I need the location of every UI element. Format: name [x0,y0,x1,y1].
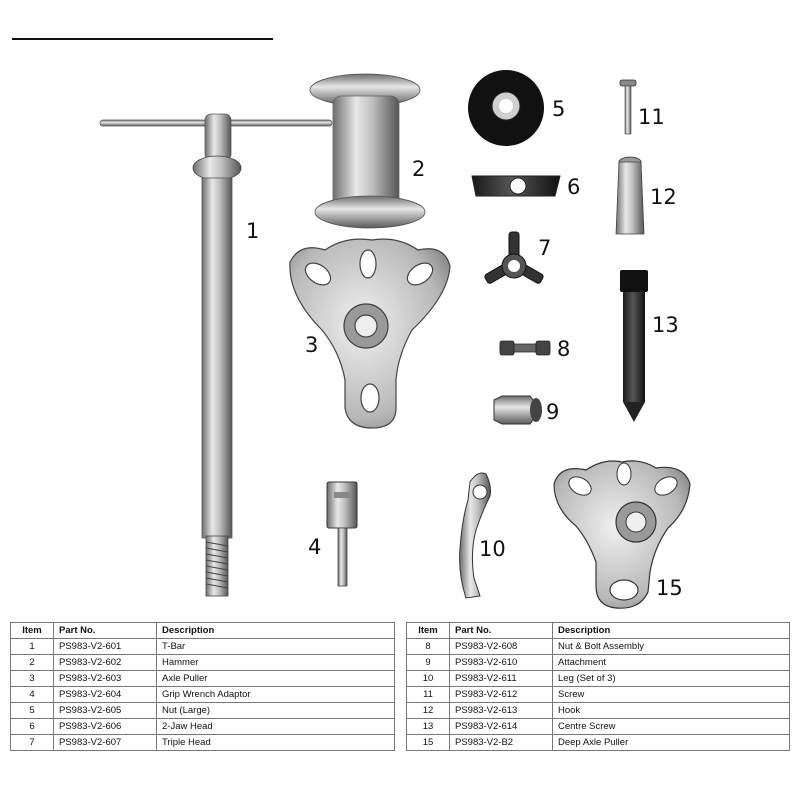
item-cell: 6 [10,718,54,735]
deep-axle-puller-part [553,460,691,609]
centre-screw-part [620,270,648,422]
callout-1: 1 [246,219,259,243]
description-cell: Triple Head [156,734,395,751]
item-cell: 11 [406,686,450,703]
column-header-item: Item [406,622,450,639]
hammer-part [309,73,426,229]
callout-15: 15 [656,576,683,600]
triple-head-part [484,231,544,284]
description-cell: Axle Puller [156,670,395,687]
part-no-cell: PS983-V2-602 [53,654,157,671]
description-cell: T-Bar [156,638,395,655]
column-header-item: Item [10,622,54,639]
part-no-cell: PS983-V2-604 [53,686,157,703]
nut-large-part [468,70,544,146]
callout-7: 7 [538,236,551,260]
item-cell: 15 [406,734,450,751]
description-cell: 2-Jaw Head [156,718,395,735]
description-cell: Leg (Set of 3) [552,670,790,687]
part-no-cell: PS983-V2-606 [53,718,157,735]
hook-part [615,156,645,235]
part-no-cell: PS983-V2-607 [53,734,157,751]
part-no-cell: PS983-V2-601 [53,638,157,655]
grip-wrench-adaptor-part [326,481,358,587]
description-cell: Deep Axle Puller [552,734,790,751]
description-cell: Attachment [552,654,790,671]
callout-11: 11 [638,105,665,129]
attachment-part [493,395,542,425]
two-jaw-head-part [471,175,561,197]
item-cell: 8 [406,638,450,655]
part-no-cell: PS983-V2-603 [53,670,157,687]
callout-2: 2 [412,157,425,181]
item-cell: 13 [406,718,450,735]
table-header-row: Item Part No. Description [406,622,790,639]
callout-10: 10 [479,537,506,561]
callout-8: 8 [557,337,570,361]
t-bar-part [99,113,333,597]
column-header-part-no: Part No. [53,622,157,639]
part-no-cell: PS983-V2-612 [449,686,553,703]
screw-part [619,79,637,135]
callout-4: 4 [308,535,321,559]
column-header-part-no: Part No. [449,622,553,639]
part-no-cell: PS983-V2-613 [449,702,553,719]
header-rule [12,38,273,40]
description-cell: Nut (Large) [156,702,395,719]
part-no-cell: PS983-V2-611 [449,670,553,687]
callout-12: 12 [650,185,677,209]
callout-3: 3 [305,333,318,357]
column-header-description: Description [552,622,790,639]
parts-diagram: 1 2 3 4 5 6 7 8 9 10 11 12 13 15 [99,70,691,609]
description-cell: Screw [552,686,790,703]
callout-6: 6 [567,175,580,199]
item-cell: 10 [406,670,450,687]
callout-5: 5 [552,97,565,121]
description-cell: Grip Wrench Adaptor [156,686,395,703]
item-cell: 5 [10,702,54,719]
callout-13: 13 [652,313,679,337]
part-no-cell: PS983-V2-605 [53,702,157,719]
callout-9: 9 [546,400,559,424]
item-cell: 4 [10,686,54,703]
description-cell: Centre Screw [552,718,790,735]
description-cell: Hook [552,702,790,719]
nut-bolt-assembly-part [499,340,551,356]
item-cell: 12 [406,702,450,719]
axle-puller-part [289,238,451,429]
item-cell: 2 [10,654,54,671]
part-no-cell: PS983-V2-B2 [449,734,553,751]
leg-part [459,472,491,599]
item-cell: 7 [10,734,54,751]
description-cell: Hammer [156,654,395,671]
item-cell: 9 [406,654,450,671]
item-cell: 1 [10,638,54,655]
part-no-cell: PS983-V2-614 [449,718,553,735]
description-cell: Nut & Bolt Assembly [552,638,790,655]
item-cell: 3 [10,670,54,687]
column-header-description: Description [156,622,395,639]
table-header-row: Item Part No. Description [10,622,395,639]
part-no-cell: PS983-V2-608 [449,638,553,655]
part-no-cell: PS983-V2-610 [449,654,553,671]
